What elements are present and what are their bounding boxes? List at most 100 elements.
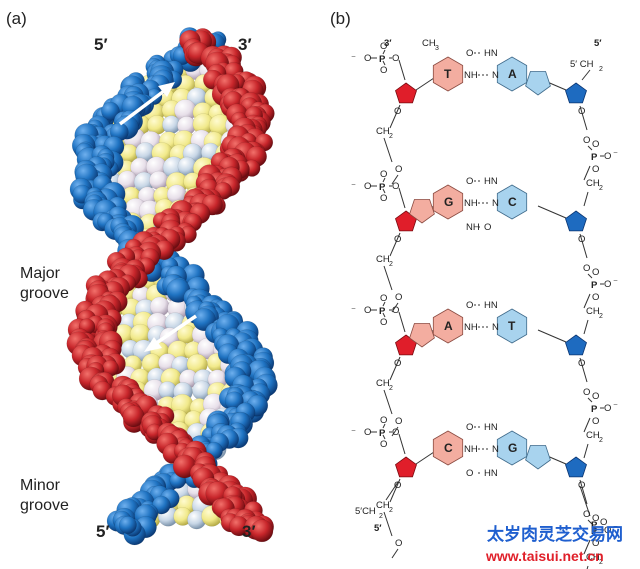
svg-text:P: P <box>379 306 386 317</box>
svg-text:O: O <box>380 193 387 204</box>
svg-text:CH: CH <box>376 378 390 389</box>
svg-text:O: O <box>392 305 399 316</box>
svg-text:O: O <box>364 53 371 64</box>
svg-text:O: O <box>395 538 402 549</box>
svg-text:2: 2 <box>389 133 393 140</box>
svg-text:P: P <box>591 526 598 537</box>
svg-text:O: O <box>466 48 473 59</box>
svg-text:O: O <box>394 480 401 491</box>
svg-text:HN: HN <box>484 48 498 59</box>
left-base-G-2: G <box>444 195 453 209</box>
svg-text:P: P <box>591 280 598 291</box>
svg-text:O: O <box>592 139 599 150</box>
svg-text:⁻: ⁻ <box>613 401 618 412</box>
svg-text:O: O <box>380 415 387 426</box>
minor-groove-line2: groove <box>20 497 69 514</box>
svg-text:O: O <box>600 517 607 528</box>
svg-text:O: O <box>466 422 473 433</box>
svg-text:2: 2 <box>379 513 383 520</box>
svg-text:CH: CH <box>586 552 600 563</box>
major-groove-line1: Major <box>20 265 61 282</box>
svg-text:O: O <box>583 387 590 398</box>
panel-a-label: (a) <box>6 9 27 28</box>
left-base-C-4: C <box>444 441 453 455</box>
right-sugar-3 <box>565 334 587 356</box>
svg-text:O: O <box>484 222 491 233</box>
svg-text:O: O <box>466 300 473 311</box>
struct-top-left-end: 3′ <box>384 38 392 49</box>
helix-top-left-end: 5′ <box>94 35 108 54</box>
svg-text:O: O <box>380 439 387 450</box>
svg-text:O: O <box>592 164 599 175</box>
helix-red-strand <box>66 28 275 543</box>
struct-bottom-left-end: 5′ <box>374 523 382 534</box>
svg-text:HN: HN <box>484 176 498 187</box>
svg-text:O: O <box>392 427 399 438</box>
svg-text:CH: CH <box>376 500 390 511</box>
svg-text:O: O <box>604 403 611 414</box>
svg-text:HN: HN <box>484 422 498 433</box>
strand-direction-arrow-up <box>118 82 175 126</box>
right-sugar-4 <box>565 456 587 478</box>
right-base-C-2: C <box>508 195 517 209</box>
svg-text:N: N <box>492 198 499 209</box>
svg-text:2: 2 <box>599 66 603 73</box>
minor-groove-line1: Minor <box>20 477 61 494</box>
right-base-T-3: T <box>508 319 516 333</box>
panel-b-label: (b) <box>330 9 351 28</box>
svg-text:CH: CH <box>422 38 436 49</box>
struct-top-right-carbon: 5′ CH 2 <box>570 59 603 73</box>
helix-bottom-left-end: 5′ <box>96 522 110 541</box>
svg-text:O: O <box>578 480 585 491</box>
svg-text:O: O <box>583 509 590 520</box>
svg-text:2: 2 <box>389 507 393 514</box>
svg-text:O: O <box>364 427 371 438</box>
svg-text:P: P <box>591 520 598 531</box>
svg-text:3: 3 <box>435 45 439 52</box>
svg-text:O: O <box>394 358 401 369</box>
right-base-G-4: G <box>508 441 517 455</box>
svg-text:O: O <box>394 234 401 245</box>
svg-text:⁻: ⁻ <box>613 523 618 534</box>
svg-text:O: O <box>592 267 599 278</box>
left-sugar-4 <box>395 456 417 478</box>
watermark-line1: 太岁肉灵芝交易网 <box>487 524 623 544</box>
svg-text:O: O <box>592 513 599 524</box>
left-base-T-1: T <box>444 67 452 81</box>
svg-text:HN: HN <box>484 468 498 479</box>
svg-text:NH: NH <box>464 70 478 81</box>
svg-text:O: O <box>592 391 599 402</box>
svg-text:P: P <box>591 152 598 163</box>
svg-text:⁻: ⁻ <box>351 305 356 316</box>
svg-text:O: O <box>380 293 387 304</box>
svg-text:NH: NH <box>466 222 480 233</box>
svg-text:O: O <box>578 358 585 369</box>
svg-text:5′CH: 5′CH <box>355 506 376 517</box>
svg-text:O: O <box>395 164 402 175</box>
svg-text:O: O <box>604 279 611 290</box>
svg-text:CH: CH <box>376 126 390 137</box>
svg-text:N: N <box>492 70 499 81</box>
right-sugar-2 <box>565 210 587 232</box>
svg-text:2: 2 <box>389 385 393 392</box>
svg-text:O: O <box>380 169 387 180</box>
svg-text:P: P <box>379 54 386 65</box>
svg-text:O: O <box>392 53 399 64</box>
svg-text:P: P <box>591 404 598 415</box>
svg-text:2: 2 <box>599 313 603 320</box>
svg-text:CH: CH <box>586 178 600 189</box>
svg-text:2: 2 <box>599 559 603 566</box>
svg-text:⁻: ⁻ <box>351 181 356 192</box>
helix-bottom-right-end: 3′ <box>242 522 256 541</box>
